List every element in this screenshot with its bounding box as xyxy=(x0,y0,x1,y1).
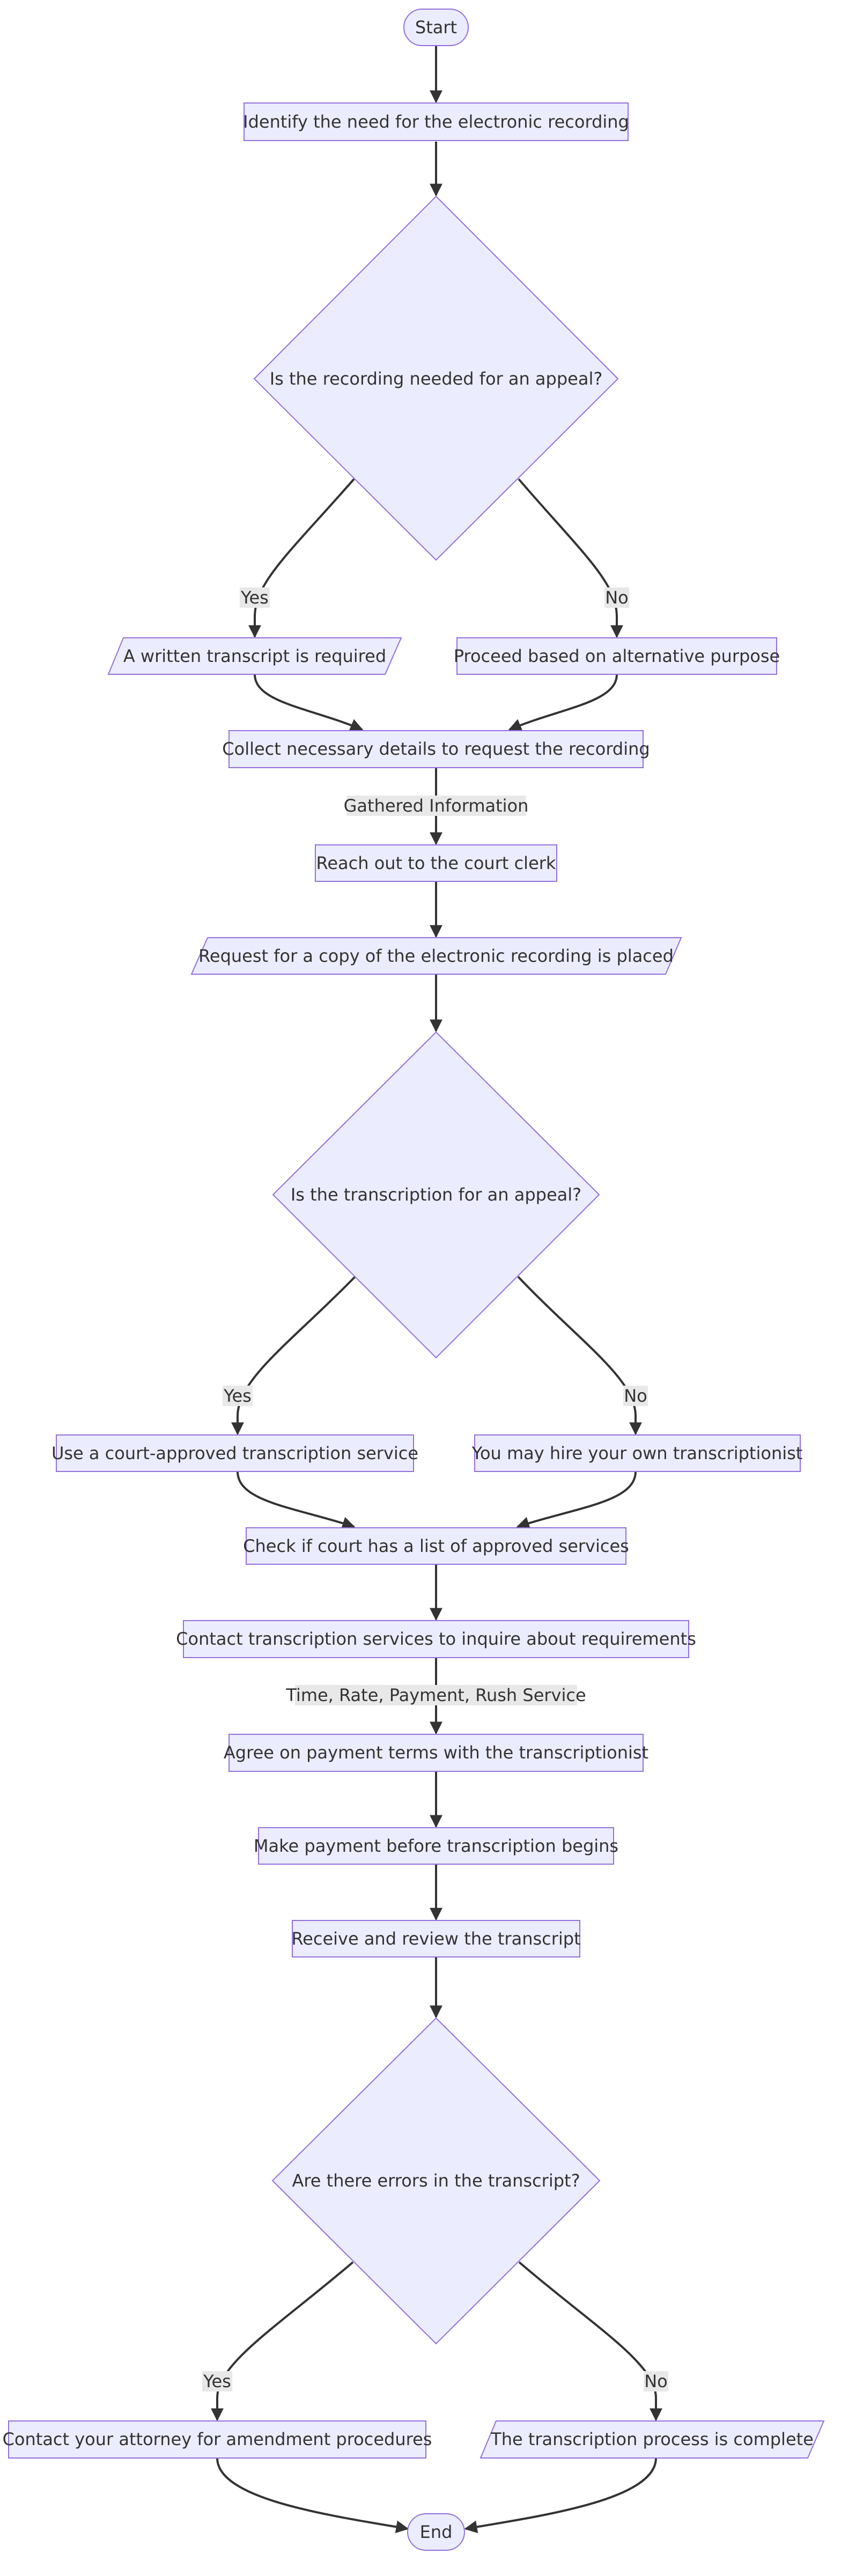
make-payment-label: Make payment before transcription begins xyxy=(254,1836,618,1856)
check-list-label: Check if court has a list of approved se… xyxy=(243,1536,629,1556)
contact-services-label: Contact transcription services to inquir… xyxy=(176,1629,696,1649)
edge-label-yes-2: Yes xyxy=(223,1386,252,1406)
decision-errors-label: Are there errors in the transcript? xyxy=(292,2170,580,2191)
edge-decision-yes-court xyxy=(231,1276,356,1436)
own-transcriptionist-node[interactable] xyxy=(474,1434,801,1472)
edge-label-no-1-bg xyxy=(604,587,629,608)
collect-details-label: Collect necessary details to request the… xyxy=(222,739,650,759)
edge-label-yes-1-bg xyxy=(240,587,270,608)
court-approved-node[interactable] xyxy=(56,1434,414,1472)
receive-review-label: Receive and review the transcript xyxy=(291,1929,580,1949)
decision-transcription-label: Is the transcription for an appeal? xyxy=(291,1184,581,1205)
edge-label-no-3: No xyxy=(644,2371,668,2391)
edge-label-no-3-bg xyxy=(644,2371,668,2391)
nodes: Start Identify the need for the electron… xyxy=(3,9,825,2551)
reach-clerk-label: Reach out to the court clerk xyxy=(316,853,556,873)
edge-written-collect xyxy=(254,674,364,731)
edge-decision-yes-attorney xyxy=(211,2261,354,2422)
edge-decision-no-complete xyxy=(518,2261,662,2422)
edge-court-check xyxy=(237,1471,356,1529)
decision-appeal-node[interactable] xyxy=(253,195,619,561)
identify-need-node[interactable] xyxy=(244,102,629,141)
start-node[interactable] xyxy=(403,9,469,46)
edge-label-gathered: Gathered Information xyxy=(344,796,529,816)
request-copy-label: Request for a copy of the electronic rec… xyxy=(198,946,674,966)
collect-details-node[interactable] xyxy=(228,730,644,768)
edge-decision-no-own xyxy=(517,1276,642,1436)
edge-labels: Yes No Gathered Information Yes No Time,… xyxy=(202,587,668,2391)
edge-alternative-collect xyxy=(508,674,618,731)
edge-label-yes-3: Yes xyxy=(203,2371,231,2391)
edge-complete-end xyxy=(464,2457,657,2534)
edge-label-yes-1: Yes xyxy=(240,587,269,608)
edges xyxy=(211,46,662,2534)
contact-attorney-label: Contact your attorney for amendment proc… xyxy=(3,2429,432,2449)
end-node-label: End xyxy=(420,2522,453,2542)
request-copy-node[interactable] xyxy=(190,937,682,975)
receive-review-node[interactable] xyxy=(292,1920,580,1957)
court-approved-label: Use a court-approved transcription servi… xyxy=(51,1443,418,1463)
edge-own-check xyxy=(516,1471,637,1529)
edge-label-requirements-bg xyxy=(295,1685,577,1705)
end-node[interactable] xyxy=(407,2513,465,2551)
own-transcriptionist-label: You may hire your own transcriptionist xyxy=(471,1443,803,1463)
start-node-label: Start xyxy=(415,17,457,38)
decision-appeal-label: Is the recording needed for an appeal? xyxy=(270,369,603,389)
edge-label-requirements: Time, Rate, Payment, Rush Service xyxy=(285,1685,586,1705)
contact-services-node[interactable] xyxy=(183,1620,689,1658)
decision-transcription-node[interactable] xyxy=(272,1031,600,1359)
contact-attorney-node[interactable] xyxy=(8,2420,426,2459)
edge-decision-yes-written xyxy=(248,478,355,638)
agree-terms-node[interactable] xyxy=(228,1734,644,1772)
check-list-node[interactable] xyxy=(246,1527,626,1565)
edge-label-yes-3-bg xyxy=(202,2371,232,2391)
make-payment-node[interactable] xyxy=(258,1827,614,1865)
alternative-purpose-node[interactable] xyxy=(456,637,777,675)
edge-label-no-2: No xyxy=(624,1386,647,1406)
identify-need-label: Identify the need for the electronic rec… xyxy=(243,112,629,132)
process-complete-label: The transcription process is complete xyxy=(490,2429,814,2449)
edge-attorney-end xyxy=(216,2457,409,2534)
alternative-purpose-label: Proceed based on alternative purpose xyxy=(454,646,780,666)
edge-decision-no-alternative xyxy=(518,478,623,638)
process-complete-node[interactable] xyxy=(479,2420,825,2459)
edge-label-no-1: No xyxy=(605,587,629,608)
edge-label-no-2-bg xyxy=(623,1386,648,1406)
agree-terms-label: Agree on payment terms with the transcri… xyxy=(224,1742,648,1763)
edge-label-yes-2-bg xyxy=(223,1386,253,1406)
decision-errors-node[interactable] xyxy=(271,2017,601,2345)
edge-label-gathered-bg xyxy=(346,796,526,816)
reach-clerk-node[interactable] xyxy=(315,844,557,882)
written-transcript-label: A written transcript is required xyxy=(123,646,386,666)
written-transcript-node[interactable] xyxy=(107,637,402,675)
